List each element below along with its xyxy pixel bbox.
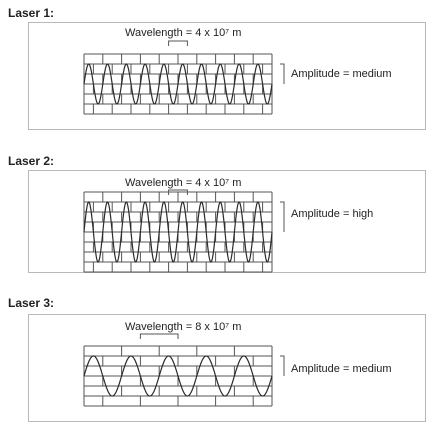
laser-2-amplitude-label: Amplitude = high — [291, 208, 374, 220]
laser-3-amplitude-label: Amplitude = medium — [291, 363, 392, 375]
laser-1-panel: Wavelength = 4 x 10⁷ m Amplitude = mediu… — [28, 22, 426, 130]
amplitude-bracket — [280, 355, 285, 376]
laser-1-title: Laser 1: — [8, 6, 55, 20]
amplitude-bracket — [280, 201, 285, 232]
amplitude-bracket — [280, 63, 285, 84]
laser-3-title: Laser 3: — [8, 296, 55, 310]
laser-2-wavelength-label: Wavelength = 4 x 10⁷ m — [125, 177, 242, 189]
wave-path — [83, 355, 273, 397]
laser-2-panel: Wavelength = 4 x 10⁷ m Amplitude = high — [28, 170, 426, 273]
wavelength-bracket — [168, 40, 188, 46]
wave-path — [83, 63, 273, 105]
laser-3-wavelength-label: Wavelength = 8 x 10⁷ m — [125, 321, 242, 333]
laser-1-wave-diagram — [83, 40, 285, 115]
laser-1-amplitude-label: Amplitude = medium — [291, 68, 392, 80]
wavelength-bracket — [168, 189, 188, 195]
laser-3-panel: Wavelength = 8 x 10⁷ m Amplitude = mediu… — [28, 314, 426, 422]
wavelength-bracket — [139, 333, 179, 339]
laser-2-wave-diagram — [83, 189, 285, 273]
laser-1-wavelength-label: Wavelength = 4 x 10⁷ m — [125, 27, 242, 39]
laser-3-wave-diagram — [83, 333, 285, 407]
wave-path — [83, 201, 273, 263]
laser-2-title: Laser 2: — [8, 154, 55, 168]
